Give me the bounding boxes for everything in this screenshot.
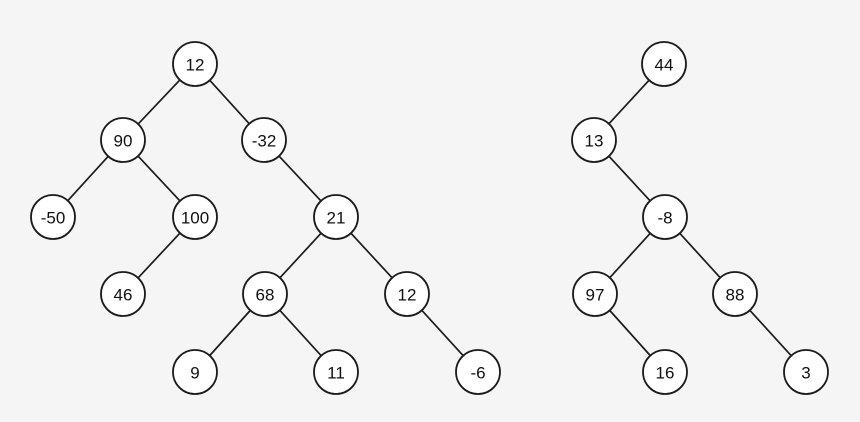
tree-edge xyxy=(608,309,652,357)
tree-node[interactable]: 21 xyxy=(313,194,359,240)
tree-edge xyxy=(748,309,793,357)
tree-node[interactable]: -6 xyxy=(455,349,501,395)
node-circle[interactable] xyxy=(313,194,359,240)
tree-edge xyxy=(137,79,181,125)
tree-node[interactable]: 12 xyxy=(384,271,430,317)
tree-edge xyxy=(208,309,252,357)
tree-node[interactable]: 68 xyxy=(242,271,288,317)
edges-group xyxy=(66,79,793,357)
tree-node[interactable]: 11 xyxy=(313,349,359,395)
tree-node[interactable]: 9 xyxy=(172,349,218,395)
node-circle[interactable] xyxy=(30,194,76,240)
node-circle[interactable] xyxy=(571,117,617,163)
tree-node[interactable]: 16 xyxy=(642,349,688,395)
node-circle[interactable] xyxy=(641,41,687,87)
node-circle[interactable] xyxy=(100,271,146,317)
node-circle[interactable] xyxy=(712,271,758,317)
tree-edge xyxy=(608,155,651,202)
tree-edge xyxy=(678,232,722,279)
tree-edge xyxy=(278,309,323,357)
node-circle[interactable] xyxy=(172,41,218,87)
tree-node[interactable]: -50 xyxy=(30,194,76,240)
tree-edge xyxy=(137,155,181,202)
tree-edge xyxy=(278,155,322,202)
node-circle[interactable] xyxy=(642,194,688,240)
node-circle[interactable] xyxy=(642,349,688,395)
tree-edge xyxy=(608,79,650,125)
nodes-group: 12 90 -32 -50 100 21 46 68 12 9 11 -6 44 13 -8 97 88 16 3 xyxy=(30,41,829,395)
node-circle[interactable] xyxy=(455,349,501,395)
node-circle[interactable] xyxy=(242,271,288,317)
node-circle[interactable] xyxy=(172,349,218,395)
tree-node[interactable]: -32 xyxy=(241,117,287,163)
tree-node[interactable]: 12 xyxy=(172,41,218,87)
tree-node[interactable]: 90 xyxy=(100,117,146,163)
tree-edge xyxy=(208,79,251,125)
node-circle[interactable] xyxy=(100,117,146,163)
node-circle[interactable] xyxy=(384,271,430,317)
tree-edge xyxy=(137,232,181,279)
tree-node[interactable]: -8 xyxy=(642,194,688,240)
tree-edge xyxy=(279,232,322,279)
node-circle[interactable] xyxy=(241,117,287,163)
node-circle[interactable] xyxy=(313,349,359,395)
tree-edge xyxy=(608,232,652,279)
tree-node[interactable]: 13 xyxy=(571,117,617,163)
tree-node[interactable]: 44 xyxy=(641,41,687,87)
node-circle[interactable] xyxy=(783,349,829,395)
tree-node[interactable]: 3 xyxy=(783,349,829,395)
node-circle[interactable] xyxy=(572,271,618,317)
tree-node[interactable]: 97 xyxy=(572,271,618,317)
tree-edge xyxy=(66,155,110,202)
tree-edge xyxy=(350,232,393,279)
node-circle[interactable] xyxy=(172,194,218,240)
tree-node[interactable]: 100 xyxy=(172,194,218,240)
tree-node[interactable]: 46 xyxy=(100,271,146,317)
tree-node[interactable]: 88 xyxy=(712,271,758,317)
tree-edge xyxy=(420,309,465,357)
